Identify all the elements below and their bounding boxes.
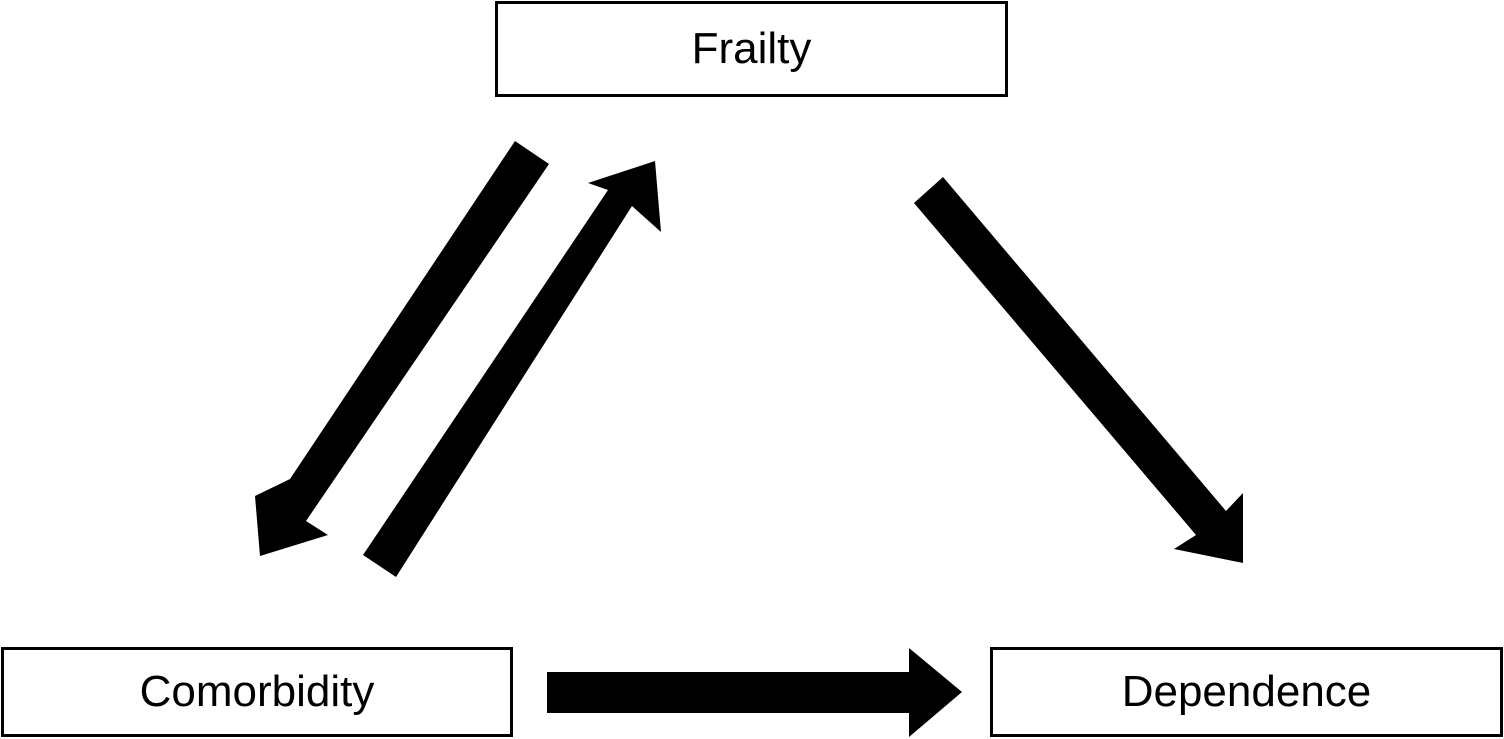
dependence-node: Dependence bbox=[990, 647, 1503, 737]
arrow-frailty-to-comorbidity bbox=[255, 141, 549, 556]
frailty-node: Frailty bbox=[495, 1, 1008, 97]
frailty-label: Frailty bbox=[691, 24, 812, 73]
arrow-comorbidity-to-dependence bbox=[547, 648, 962, 737]
comorbidity-label: Comorbidity bbox=[139, 667, 375, 716]
arrow-frailty-to-dependence bbox=[914, 177, 1243, 563]
arrow-comorbidity-to-frailty bbox=[363, 161, 661, 577]
comorbidity-node: Comorbidity bbox=[1, 647, 513, 737]
dependence-label: Dependence bbox=[1121, 667, 1372, 716]
